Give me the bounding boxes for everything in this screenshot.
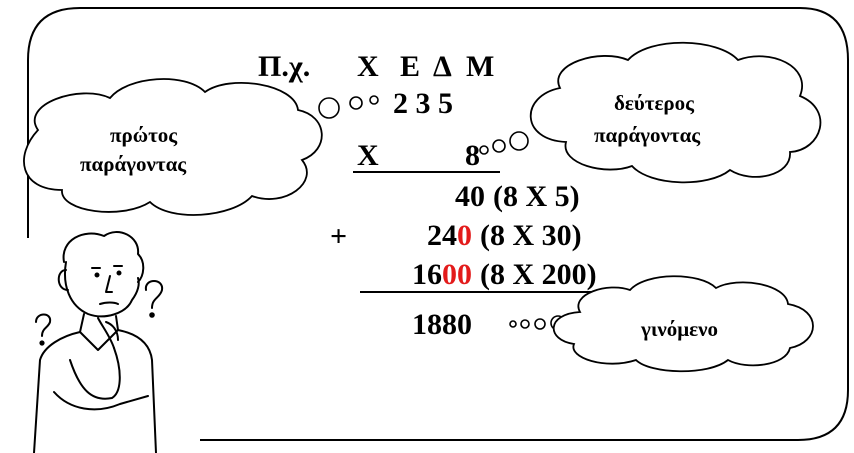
cloud-second-factor-line2: παράγοντας [594, 123, 701, 147]
partial-product-row: 1600(8 Χ 200) [412, 258, 597, 291]
thought-bubbles-first [318, 95, 379, 119]
partial-note: (8 Χ 30) [480, 219, 582, 252]
cloud-second-factor-line1: δεύτερος [614, 91, 695, 115]
place-value-hundreds: Ε [400, 50, 420, 83]
cloud-product [552, 275, 814, 373]
partial-product-row: 240(8 Χ 30) [427, 219, 582, 252]
product-result: 1880 [412, 308, 472, 341]
example-label: Π.χ. [258, 50, 310, 83]
plus-sign: + [330, 220, 347, 253]
frame-border [27, 7, 849, 441]
partial-note: (8 Χ 200) [480, 258, 597, 291]
cloud-second-factor [529, 41, 822, 184]
first-factor: 2 3 5 [393, 87, 453, 120]
partial-value: 40 [455, 180, 485, 213]
place-value-tens: Δ [433, 50, 452, 83]
place-value-units: Μ [466, 50, 494, 83]
partial-value: 16 [412, 258, 442, 291]
cloud-first-factor-line1: πρώτος [110, 123, 178, 147]
cloud-first-factor [23, 78, 323, 216]
partial-value-highlight: 00 [442, 258, 472, 291]
partial-product-row: 40(8 Χ 5) [455, 180, 580, 213]
partial-value-highlight: 0 [457, 219, 472, 252]
partial-note: (8 Χ 5) [493, 180, 580, 213]
cloud-product-label: γινόμενο [640, 317, 718, 341]
thinking-person-illustration [33, 231, 164, 453]
thought-bubbles-second [479, 131, 529, 155]
times-sign: Χ [357, 139, 379, 172]
place-value-thousands: Χ [357, 50, 379, 83]
second-factor: 8 [465, 139, 480, 172]
partial-value: 24 [427, 219, 457, 252]
cloud-first-factor-line2: παράγοντας [80, 152, 187, 176]
